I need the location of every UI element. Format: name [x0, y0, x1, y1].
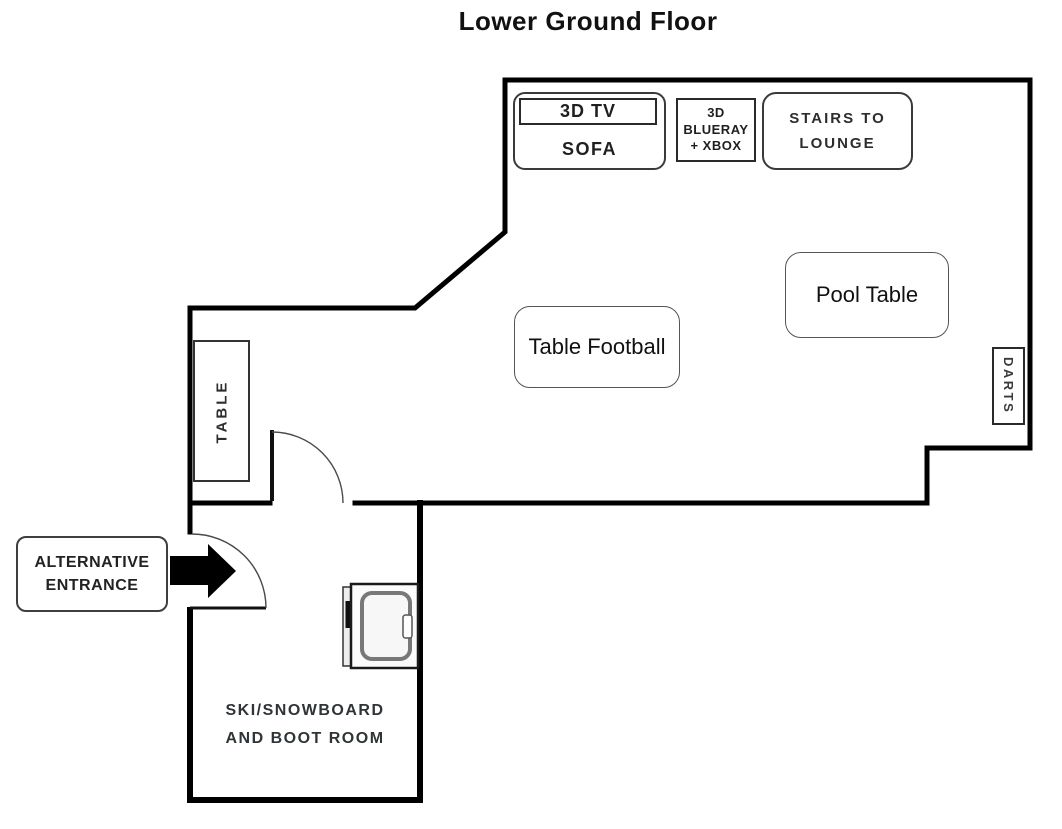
- media-unit-box: 3D BLUERAY + XBOX: [676, 98, 756, 162]
- sofa-area-box: 3D TV SOFA: [513, 92, 666, 170]
- stairs-label-line2: LOUNGE: [799, 135, 876, 152]
- ski-room-label: SKI/SNOWBOARD AND BOOT ROOM: [190, 697, 420, 753]
- alternative-entrance-box: ALTERNATIVE ENTRANCE: [16, 536, 168, 612]
- darts-label: DARTS: [1001, 357, 1016, 415]
- table-football-box: Table Football: [514, 306, 680, 388]
- media-label-line1: 3D: [707, 104, 725, 120]
- sofa-label: SOFA: [561, 139, 617, 159]
- table-label: TABLE: [213, 379, 231, 443]
- page-title: Lower Ground Floor: [458, 6, 718, 36]
- pool-table-label: Pool Table: [815, 282, 919, 307]
- ski-room-label-line2: AND BOOT ROOM: [225, 730, 385, 747]
- wall-ski-room: [187, 500, 423, 803]
- media-label-line3: + XBOX: [690, 138, 742, 154]
- interior-door-swing-arc: [271, 431, 344, 504]
- entrance-label-line2: ENTRANCE: [45, 577, 139, 594]
- stairs-label-line1: STAIRS TO: [789, 109, 886, 127]
- cabinet-vent-slot: [345, 601, 351, 628]
- table-football-label: Table Football: [528, 334, 666, 359]
- entrance-label-line1: ALTERNATIVE: [34, 553, 150, 571]
- entrance-arrow-icon: [170, 544, 236, 598]
- wall-left-diagonal: [187, 77, 508, 535]
- entrance-door-swing-arc: [191, 533, 267, 609]
- ski-room-label-line1: SKI/SNOWBOARD: [225, 702, 385, 719]
- tv-box: 3D TV: [519, 98, 657, 125]
- wall-main-outline: [352, 77, 1033, 506]
- table-box: TABLE: [193, 340, 250, 482]
- darts-box: DARTS: [992, 347, 1025, 425]
- drying-cabinet-icon: [342, 582, 420, 670]
- tv-label: 3D TV: [559, 101, 616, 121]
- stairs-to-lounge-box: STAIRS TO LOUNGE: [762, 92, 913, 170]
- cabinet-door-handle: [402, 614, 413, 639]
- media-label-line2: BLUERAY: [683, 121, 749, 137]
- pool-table-box: Pool Table: [785, 252, 949, 338]
